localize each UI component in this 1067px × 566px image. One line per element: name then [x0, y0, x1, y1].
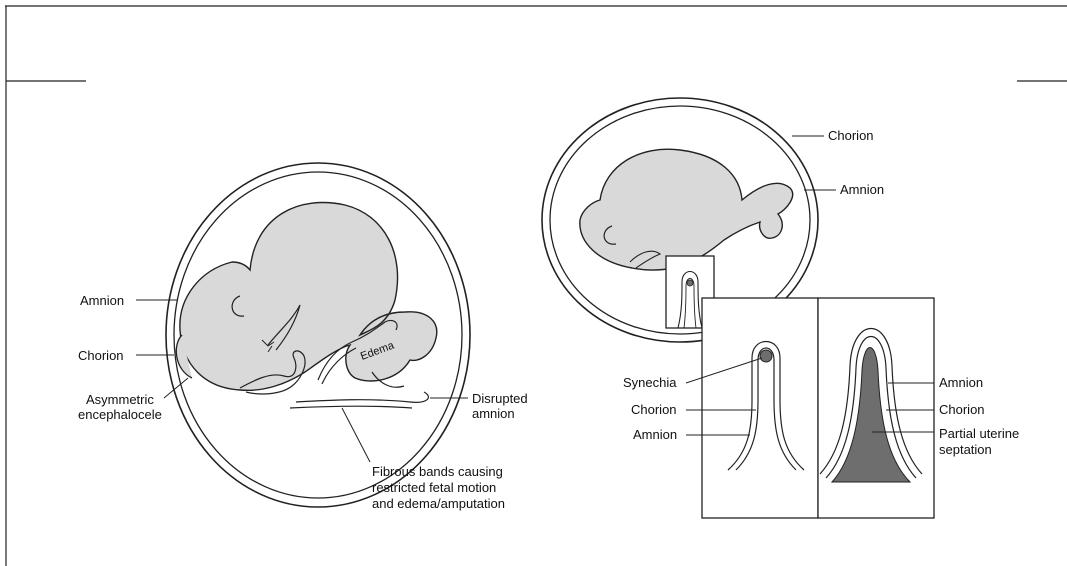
synechia-dot: [760, 350, 772, 362]
label-fibrous-3: and edema/amputation: [372, 496, 505, 511]
label-chorion-left: Chorion: [78, 348, 124, 363]
left-panel: Edema Amnion Chorion Asymmetric encephal…: [78, 163, 528, 511]
label-amnion-synechia: Amnion: [633, 427, 677, 442]
label-chorion-synechia: Chorion: [631, 402, 677, 417]
label-amnion-right: Amnion: [840, 182, 884, 197]
label-septation: septation: [939, 442, 992, 457]
inset-small-dot: [687, 280, 693, 286]
fetus-body-right: [580, 149, 793, 270]
label-amnion-septation: Amnion: [939, 375, 983, 390]
label-disrupted: Disrupted: [472, 391, 528, 406]
label-chorion-right: Chorion: [828, 128, 874, 143]
label-chorion-septation: Chorion: [939, 402, 985, 417]
label-fibrous-1: Fibrous bands causing: [372, 464, 503, 479]
label-asymmetric: Asymmetric: [86, 392, 154, 407]
label-encephalocele: encephalocele: [78, 407, 162, 422]
label-amnion-left: Amnion: [80, 293, 124, 308]
right-panel: Chorion Amnion Synechia Chorion Amnion A…: [542, 98, 1019, 518]
label-amnion-disrupted: amnion: [472, 406, 515, 421]
label-synechia: Synechia: [623, 375, 677, 390]
label-fibrous-2: restricted fetal motion: [372, 480, 496, 495]
inset-synechia-box: [702, 298, 818, 518]
label-partial-uterine: Partial uterine: [939, 426, 1019, 441]
fetus-body: [180, 203, 437, 391]
